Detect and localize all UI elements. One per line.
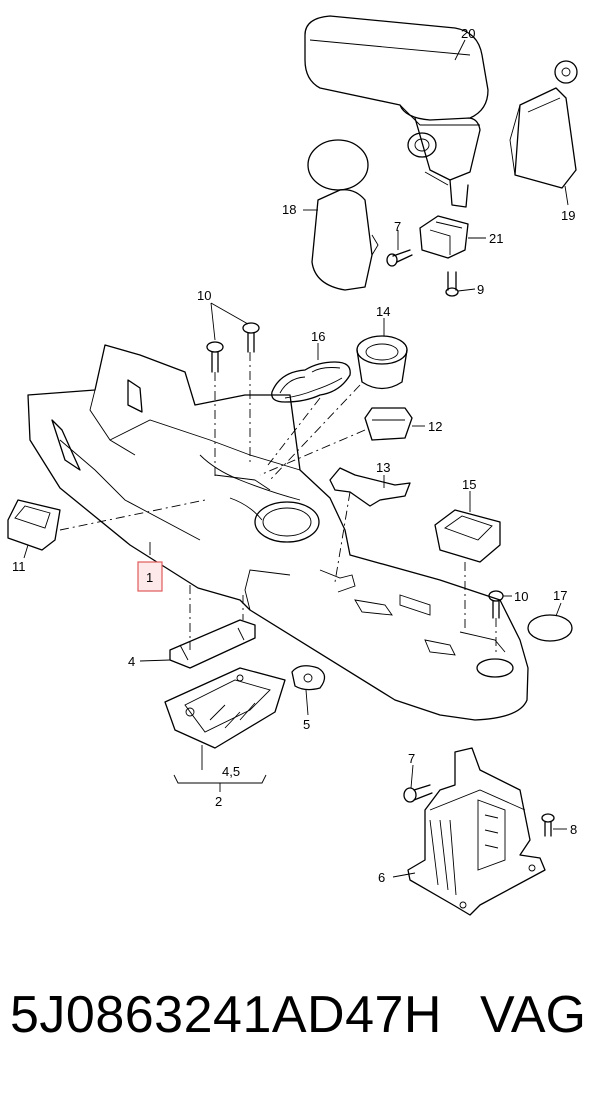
label-16: 16 bbox=[311, 329, 325, 344]
part-number: 5J0863241AD47H bbox=[10, 986, 442, 1044]
label-10-right: 10 bbox=[514, 589, 528, 604]
leader-lines bbox=[23, 39, 569, 878]
clip-part-5 bbox=[291, 665, 326, 691]
bracket-part-21 bbox=[419, 215, 469, 259]
switch-part-12 bbox=[364, 407, 413, 441]
center-console-part-1 bbox=[27, 344, 529, 721]
cup-holder-part-14 bbox=[356, 335, 408, 390]
label-19: 19 bbox=[561, 208, 575, 223]
bracket-plate-part-4 bbox=[169, 619, 256, 669]
trim-part-13 bbox=[329, 467, 411, 507]
screw-part-8 bbox=[541, 813, 555, 837]
screw-pair-part-10 bbox=[206, 322, 260, 373]
label-20: 20 bbox=[461, 26, 475, 41]
label-21: 21 bbox=[489, 231, 503, 246]
label-8: 8 bbox=[570, 822, 577, 837]
mat-part-16 bbox=[271, 361, 351, 403]
storage-tray-part-15 bbox=[434, 509, 501, 563]
label-14: 14 bbox=[376, 304, 390, 319]
label-7-upper: 7 bbox=[394, 219, 401, 234]
screw-part-10-right bbox=[488, 590, 504, 619]
callout-labels: 20 19 18 21 7 9 10 16 14 12 13 15 10 17 … bbox=[12, 26, 577, 885]
label-1: 1 bbox=[146, 570, 153, 585]
label-7-lower: 7 bbox=[408, 751, 415, 766]
alignment-lines bbox=[59, 352, 497, 655]
armrest-part-20 bbox=[304, 15, 489, 208]
label-15: 15 bbox=[462, 477, 476, 492]
label-10-top: 10 bbox=[197, 288, 211, 303]
armrest-support-part-18 bbox=[307, 139, 379, 291]
pad-part-17 bbox=[527, 614, 573, 642]
label-2: 2 bbox=[215, 794, 222, 809]
screw-part-7-lower bbox=[403, 784, 433, 803]
bottom-bracket-part-6 bbox=[407, 747, 546, 916]
label-1-highlight-box bbox=[137, 561, 163, 592]
label-6: 6 bbox=[378, 870, 385, 885]
label-18: 18 bbox=[282, 202, 296, 217]
label-13: 13 bbox=[376, 460, 390, 475]
socket-part-11 bbox=[7, 499, 61, 551]
label-9: 9 bbox=[477, 282, 484, 297]
label-5: 5 bbox=[303, 717, 310, 732]
label-12: 12 bbox=[428, 419, 442, 434]
rear-cover-part-19 bbox=[509, 60, 578, 189]
label-4: 4 bbox=[128, 654, 135, 669]
footer: 5J0863241AD47H VAG bbox=[0, 985, 600, 1065]
label-4-5: 4,5 bbox=[222, 764, 240, 779]
label-11: 11 bbox=[12, 559, 26, 574]
lower-housing-part-2 bbox=[164, 667, 286, 749]
label-17: 17 bbox=[553, 588, 567, 603]
brand-name: VAG bbox=[480, 986, 586, 1044]
bolt-part-7-upper bbox=[386, 249, 413, 267]
bolt-part-9 bbox=[445, 271, 459, 297]
